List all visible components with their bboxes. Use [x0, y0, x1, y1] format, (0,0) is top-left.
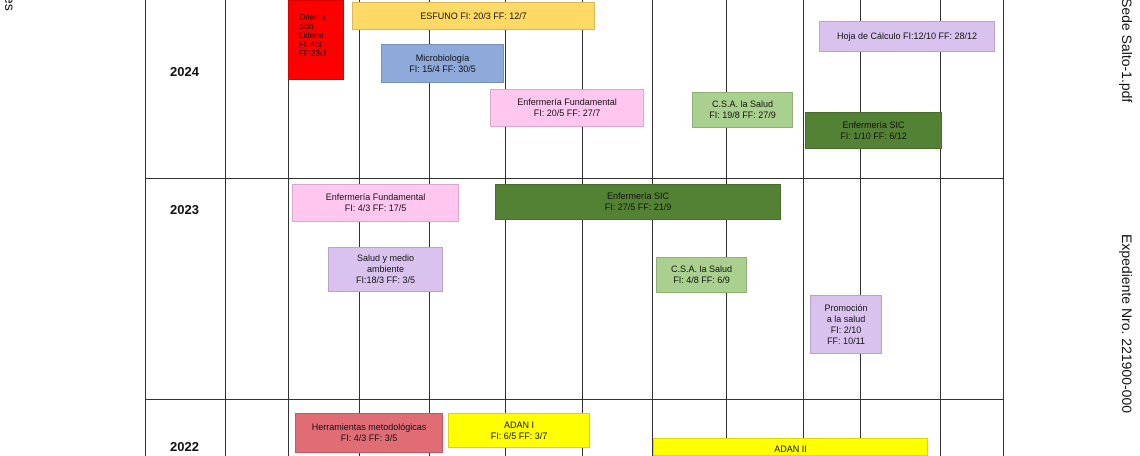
year-label-2023: 2023: [170, 202, 199, 217]
course-block-herramientas: Herramientas metodológicas FI: 4/3 FF: 3…: [295, 413, 443, 453]
course-block-csa-salud-2024: C.S.A. la Salud FI: 19/8 FF: 27/9: [692, 92, 793, 128]
column-divider: [860, 0, 861, 456]
course-block-enfermeria-sic-2024: Enfermería SIC FI: 1/10 FF: 6/12: [805, 112, 942, 149]
column-divider: [505, 0, 506, 456]
column-divider: [803, 0, 804, 456]
column-divider: [288, 0, 289, 456]
column-divider: [582, 0, 583, 456]
row-divider: [145, 399, 1003, 400]
column-divider: [940, 0, 941, 456]
course-block-microbiologia: Microbiología FI: 15/4 FF: 30/5: [381, 44, 504, 83]
course-block-enfermeria-fundamental-2023: Enfermería Fundamental FI: 4/3 FF: 17/5: [292, 184, 459, 222]
left-margin-text: es: [2, 0, 18, 11]
table-border-right: [1003, 0, 1004, 456]
pdf-filename-label: Sede Salto-1.pdf: [1119, 0, 1135, 103]
year-label-2024: 2024: [170, 64, 199, 79]
column-divider: [359, 0, 360, 456]
column-divider: [225, 0, 226, 456]
year-label-2022: 2022: [170, 439, 199, 454]
column-divider: [429, 0, 430, 456]
course-block-enfermeria-fundamental-2024: Enfermería Fundamental FI: 20/5 FF: 27/7: [490, 89, 644, 127]
course-block-esfuno: ESFUNO FI: 20/3 FF: 12/7: [352, 2, 595, 30]
course-block-csa-salud-2023: C.S.A. la Salud FI: 4/8 FF: 6/9: [656, 257, 747, 293]
course-block-hoja-calculo: Hoja de Cálculo FI:12/10 FF: 28/12: [819, 21, 995, 52]
course-block-enfermeria-sic-2023: Enfermería SIC FI: 27/5 FF: 21/9: [495, 184, 781, 220]
course-block-orientacion: Orienta cion Liderar FI: 4/3 FF:23/3: [288, 0, 344, 80]
expediente-label: Expediente Nro. 221900-000: [1119, 234, 1135, 414]
column-divider: [652, 0, 653, 456]
column-divider: [726, 0, 727, 456]
table-border-left: [145, 0, 146, 456]
course-block-salud-medio-ambiente: Salud y medio ambiente FI:18/3 FF: 3/5: [328, 247, 443, 292]
course-block-promocion-salud: Promoción a la salud FI: 2/10 FF: 10/11: [810, 295, 882, 354]
course-block-adan-1: ADAN I FI: 6/5 FF: 3/7: [448, 413, 590, 448]
row-divider: [145, 178, 1003, 179]
course-block-adan-2: ADAN II: [653, 438, 928, 456]
